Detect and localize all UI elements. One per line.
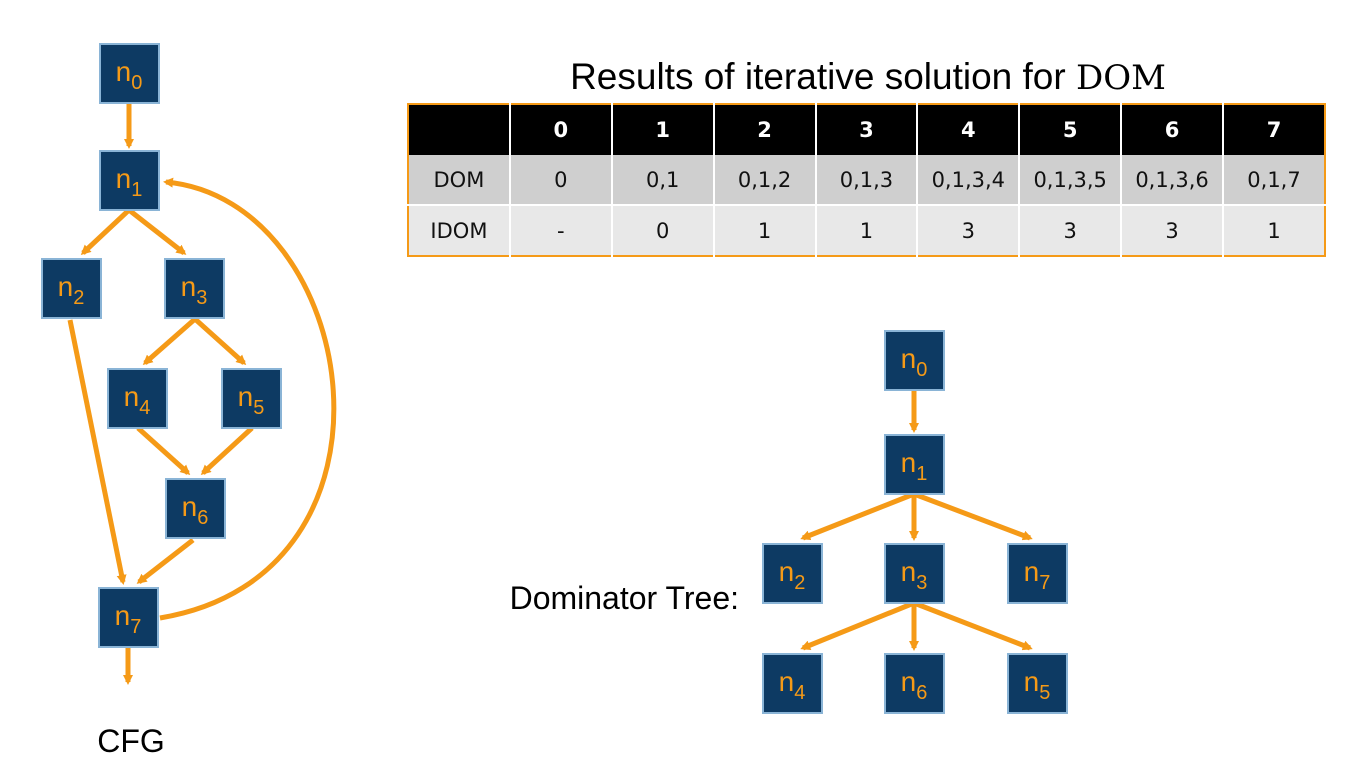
header-cell <box>408 104 510 155</box>
cfg-node-n1: n1 <box>99 150 160 211</box>
table-cell: 1 <box>1222 205 1325 256</box>
cfg-edge-n7-n1-back <box>159 177 337 621</box>
domtree-edge-n3-n5 <box>913 600 1033 651</box>
header-cell: 6 <box>1120 104 1223 155</box>
cfg-node-n7: n7 <box>98 587 159 648</box>
header-cell: 7 <box>1222 104 1325 155</box>
header-cell: 2 <box>712 104 816 155</box>
cfg-node-n6: n6 <box>165 478 226 539</box>
domtree-node-n0: n0 <box>884 330 945 391</box>
table-cell: 3 <box>916 205 1020 256</box>
domtree-node-n5: n5 <box>1007 653 1068 714</box>
dominator-results-table: 0 1 2 3 4 5 6 7 DOM 0 0,1 0,1,2 0,1,3 0,… <box>407 103 1326 257</box>
cfg-edge-n3-n4 <box>142 317 197 365</box>
domtree-edge-n3-n4 <box>800 600 915 651</box>
table-cell: 0 <box>508 155 612 206</box>
table-cell: 0,1 <box>610 155 714 206</box>
header-cell: 5 <box>1018 104 1122 155</box>
table-title: Results of iterative solution for DOM <box>570 56 1166 98</box>
cfg-edge-n2-n7 <box>67 319 127 585</box>
table-cell: 0,1,3 <box>814 155 918 206</box>
cfg-edge-n4-n6 <box>136 426 191 476</box>
domtree-edge-n1-n2 <box>800 491 915 541</box>
domtree-node-n1: n1 <box>884 434 945 495</box>
table-cell: 0 <box>610 205 714 256</box>
domtree-nodes: n0 n1 n2 n3 n7 n4 n6 n5 <box>762 330 1068 714</box>
cfg-edge-n5-n6 <box>200 426 254 476</box>
header-cell: 0 <box>508 104 612 155</box>
cfg-edge-n1-n3 <box>127 208 187 255</box>
table-cell: 0,1,3,6 <box>1120 155 1223 206</box>
table-cell: 0,1,7 <box>1222 155 1325 206</box>
table-cell: 0,1,2 <box>712 155 816 206</box>
table-row-dom: DOM 0 0,1 0,1,2 0,1,3 0,1,3,4 0,1,3,5 0,… <box>408 155 1325 206</box>
cfg-edge-n6-n7 <box>136 538 195 584</box>
row-label: IDOM <box>408 205 510 256</box>
domtree-caption: Dominator Tree: <box>510 580 739 616</box>
cfg-nodes: n0 n1 n2 n3 n4 n5 n6 n7 <box>41 43 282 648</box>
header-cell: 3 <box>814 104 918 155</box>
cfg-edges <box>67 104 337 685</box>
domtree-edges <box>800 390 1033 651</box>
header-cell: 4 <box>916 104 1020 155</box>
table-cell: 1 <box>712 205 816 256</box>
domtree-node-n7: n7 <box>1007 543 1068 604</box>
row-label: DOM <box>408 155 510 206</box>
cfg-node-n4: n4 <box>107 368 168 429</box>
cfg-node-n2: n2 <box>41 258 102 319</box>
domtree-node-n4: n4 <box>762 653 823 714</box>
cfg-node-n0: n0 <box>99 43 160 104</box>
table-cell: 1 <box>814 205 918 256</box>
table-title-math: DOM <box>1075 58 1166 98</box>
cfg-caption: CFG <box>97 723 165 759</box>
cfg-node-n5: n5 <box>221 368 282 429</box>
domtree-node-n2: n2 <box>762 543 823 604</box>
domtree-node-n6: n6 <box>884 653 945 714</box>
table-cell: 3 <box>1120 205 1223 256</box>
domtree-node-n3: n3 <box>884 543 945 604</box>
table-cell: 0,1,3,5 <box>1018 155 1122 206</box>
table-row-idom: IDOM - 0 1 1 3 3 3 1 <box>408 205 1325 256</box>
table-header-row: 0 1 2 3 4 5 6 7 <box>408 104 1325 155</box>
table-cell: - <box>508 205 612 256</box>
table-cell: 0,1,3,4 <box>916 155 1020 206</box>
cfg-edge-n1-n2 <box>80 208 131 256</box>
cfg-edge-n3-n5 <box>193 317 247 366</box>
table-cell: 3 <box>1018 205 1122 256</box>
header-cell: 1 <box>610 104 714 155</box>
domtree-edge-n1-n7 <box>913 491 1033 541</box>
cfg-node-n3: n3 <box>164 258 225 319</box>
